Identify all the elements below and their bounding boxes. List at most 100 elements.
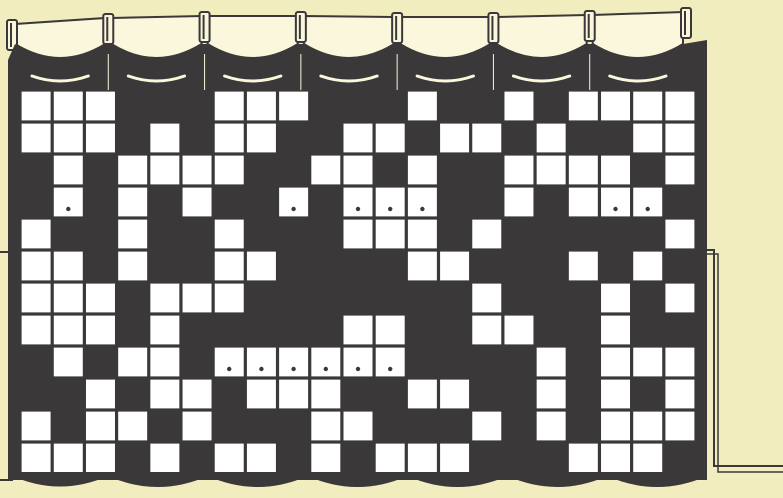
mesh-square	[54, 188, 83, 217]
mesh-square	[344, 220, 373, 249]
mesh-square	[569, 252, 598, 281]
mesh-square	[665, 348, 694, 377]
mesh-square	[504, 316, 533, 345]
mesh-square	[408, 92, 437, 121]
mesh-square	[54, 348, 83, 377]
mesh-square	[118, 348, 147, 377]
mesh-square	[633, 124, 662, 153]
mesh-square	[344, 188, 373, 217]
mesh-square	[344, 348, 373, 377]
mesh-square	[537, 380, 566, 409]
mesh-square	[601, 380, 630, 409]
mesh-square	[665, 92, 694, 121]
mesh-square	[408, 220, 437, 249]
mesh-square	[86, 380, 115, 409]
mesh-square	[472, 124, 501, 153]
bead-dot	[291, 367, 295, 371]
mesh-square	[633, 412, 662, 441]
mesh-square	[22, 284, 51, 313]
mesh-square	[215, 156, 244, 185]
mesh-square	[376, 348, 405, 377]
mesh-square	[247, 380, 276, 409]
mesh-square	[118, 188, 147, 217]
mesh-square	[344, 412, 373, 441]
bead-dot	[356, 367, 360, 371]
mesh-square	[215, 444, 244, 473]
mesh-square	[215, 348, 244, 377]
mesh-square	[54, 124, 83, 153]
mesh-square	[54, 252, 83, 281]
mesh-square	[344, 124, 373, 153]
right-backdrop-frame-inner	[706, 254, 783, 472]
mesh-square	[150, 316, 179, 345]
mesh-square	[279, 92, 308, 121]
mesh-square	[311, 348, 340, 377]
mesh-square	[504, 156, 533, 185]
mesh-square	[22, 92, 51, 121]
mesh-square	[376, 316, 405, 345]
mesh-square	[118, 220, 147, 249]
mesh-square	[22, 252, 51, 281]
mesh-square	[150, 284, 179, 313]
mesh-square	[665, 412, 694, 441]
mesh-square	[472, 284, 501, 313]
mesh-square	[601, 316, 630, 345]
mesh-square	[86, 316, 115, 345]
bead-dot	[420, 207, 424, 211]
mesh-square	[569, 156, 598, 185]
mesh-square	[86, 124, 115, 153]
mesh-square	[311, 412, 340, 441]
mesh-square	[22, 412, 51, 441]
bead-dot	[356, 207, 360, 211]
mesh-square	[376, 124, 405, 153]
mesh-square	[54, 444, 83, 473]
mesh-square	[633, 252, 662, 281]
mesh-square	[150, 124, 179, 153]
mesh-square	[344, 156, 373, 185]
mesh-square	[601, 156, 630, 185]
mesh-square	[504, 188, 533, 217]
mesh-square	[183, 188, 212, 217]
mesh-square	[440, 124, 469, 153]
mesh-square	[86, 92, 115, 121]
mesh-square	[665, 284, 694, 313]
mesh-square	[633, 92, 662, 121]
mesh-square	[118, 156, 147, 185]
mesh-square	[665, 380, 694, 409]
right-backdrop-frame	[700, 250, 783, 466]
bead-dot	[388, 207, 392, 211]
bead-dot	[66, 207, 70, 211]
mesh-square	[247, 444, 276, 473]
mesh-square	[537, 124, 566, 153]
mesh-square	[472, 316, 501, 345]
mesh-square	[150, 348, 179, 377]
mesh-square	[22, 220, 51, 249]
mesh-square	[472, 220, 501, 249]
mesh-square	[376, 220, 405, 249]
mesh-square	[247, 124, 276, 153]
mesh-square	[665, 124, 694, 153]
mesh-square	[86, 284, 115, 313]
mesh-square	[118, 412, 147, 441]
mesh-square	[569, 188, 598, 217]
mesh-square	[118, 252, 147, 281]
mesh-square	[569, 92, 598, 121]
mesh-square	[215, 92, 244, 121]
mesh-square	[54, 156, 83, 185]
mesh-square	[54, 316, 83, 345]
mesh-square	[376, 188, 405, 217]
mesh-square	[440, 444, 469, 473]
bead-dot	[227, 367, 231, 371]
mesh-square	[150, 156, 179, 185]
mesh-square	[279, 188, 308, 217]
mesh-square	[504, 92, 533, 121]
bead-dot	[613, 207, 617, 211]
mesh-square	[472, 412, 501, 441]
bead-dot	[324, 367, 328, 371]
mesh-square	[22, 124, 51, 153]
mesh-square	[215, 284, 244, 313]
mesh-square	[408, 444, 437, 473]
mesh-square	[311, 444, 340, 473]
